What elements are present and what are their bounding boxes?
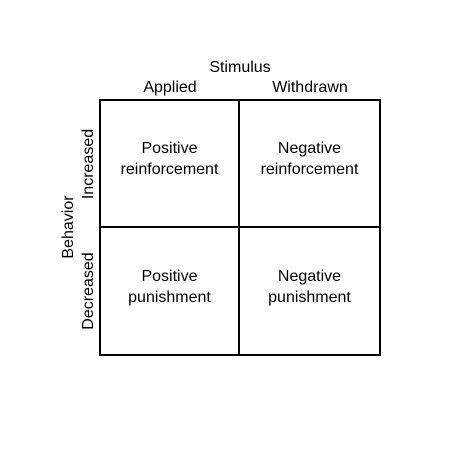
row-header-increased: Increased — [80, 128, 97, 200]
cell-line: Negative — [277, 140, 342, 158]
cell-positive-reinforcement: Positive reinforcement — [101, 101, 240, 228]
cell-line: reinforcement — [120, 161, 219, 179]
cell-line: Positive — [141, 140, 198, 158]
cell-line: punishment — [268, 288, 351, 306]
cell-line: punishment — [128, 288, 211, 306]
stimulus-axis-title: Stimulus — [209, 59, 271, 76]
cell-negative-punishment: Negative punishment — [240, 228, 379, 355]
cell-positive-punishment: Positive punishment — [101, 227, 240, 354]
behavior-axis-title: Behavior — [60, 195, 77, 259]
cell-line: reinforcement — [260, 161, 359, 179]
column-header-applied: Applied — [143, 79, 197, 96]
column-header-withdrawn: Withdrawn — [272, 79, 348, 96]
cell-line: Negative — [277, 267, 342, 285]
cell-negative-reinforcement: Negative reinforcement — [240, 101, 379, 228]
cell-line: Positive — [141, 267, 198, 285]
row-header-decreased: Decreased — [80, 252, 97, 330]
quadrant-grid: Positive reinforcement Negative reinforc… — [99, 99, 381, 356]
